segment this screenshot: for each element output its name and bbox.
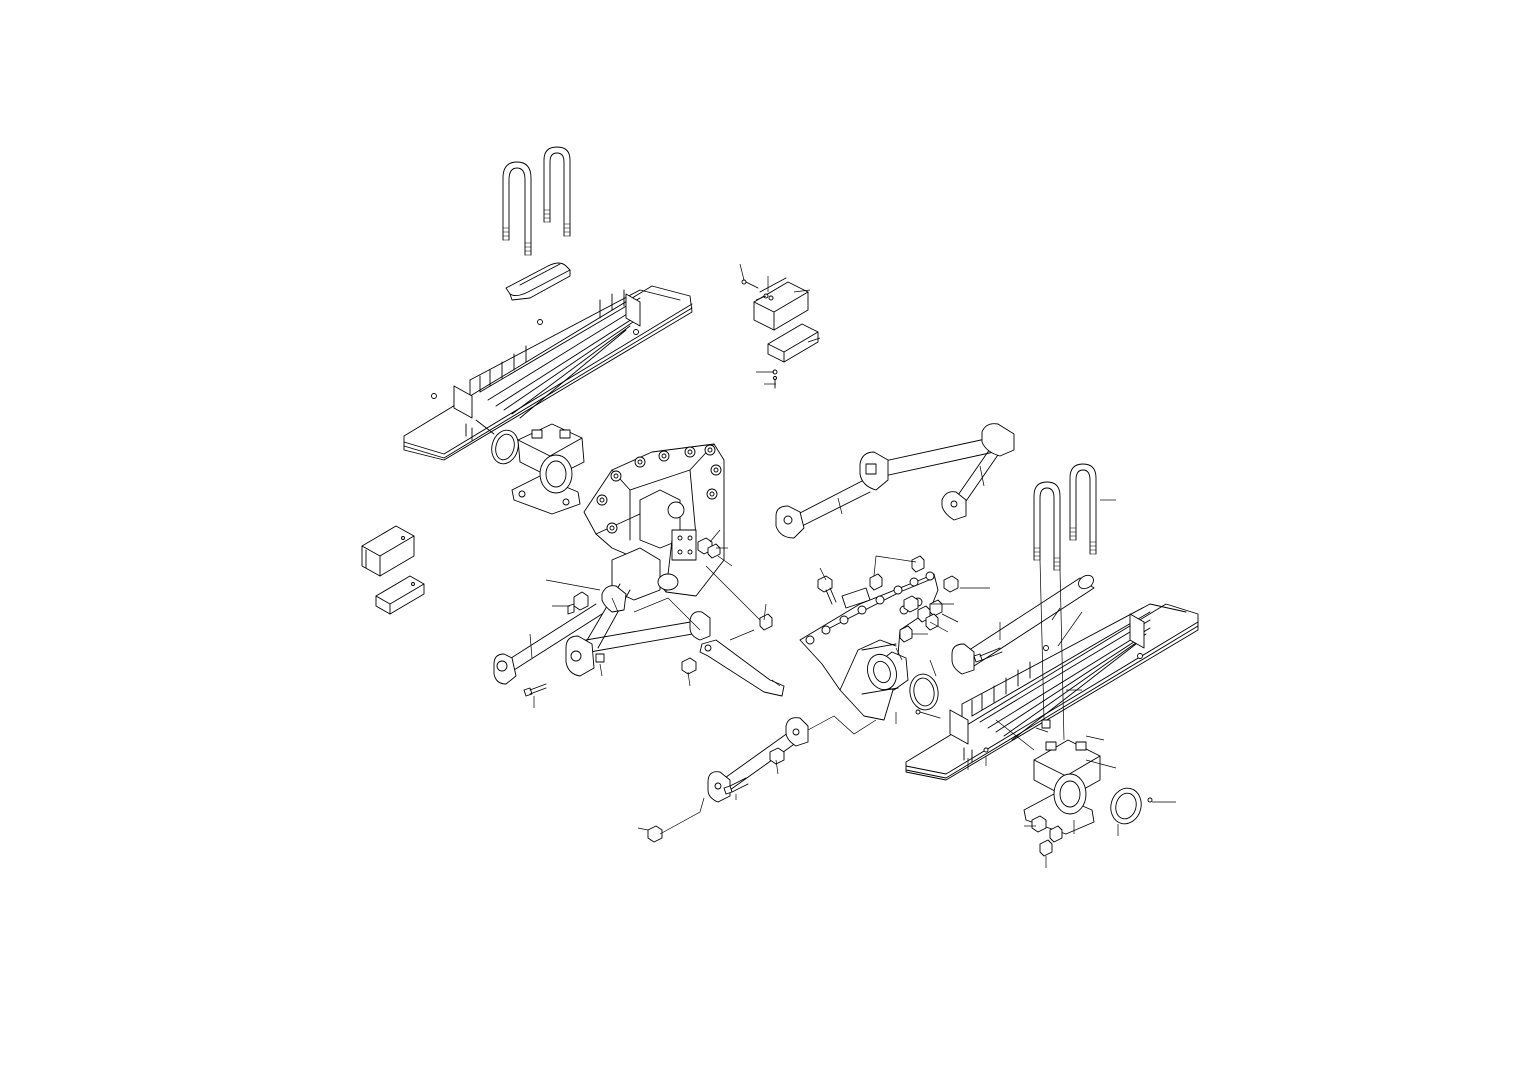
spring-bracket-small-top (741, 277, 819, 389)
stabilizer-link (699, 639, 785, 697)
trunnion-bracket-left (583, 443, 725, 601)
u-bolt-pair-left (502, 146, 571, 256)
seal-ring-right (1110, 787, 1153, 825)
leaf-spring-left (403, 285, 693, 461)
axle-seat-right (1023, 719, 1101, 857)
callout-leader-lines (529, 263, 1176, 868)
u-bolt-pair-right (1033, 463, 1097, 571)
v-torque-rod-right (775, 423, 1015, 539)
fasteners-left (523, 537, 773, 697)
leaf-spring-right (905, 603, 1199, 781)
seal-ring-mid (909, 673, 939, 711)
spring-seat-pad (505, 262, 571, 301)
torque-rod-lower (647, 717, 809, 843)
axle-seat-left (511, 423, 585, 515)
fasteners-right-mid (817, 555, 959, 719)
spring-bracket-small-left (361, 525, 425, 615)
v-torque-rod-left (493, 583, 711, 685)
seal-ring-left (475, 419, 519, 465)
